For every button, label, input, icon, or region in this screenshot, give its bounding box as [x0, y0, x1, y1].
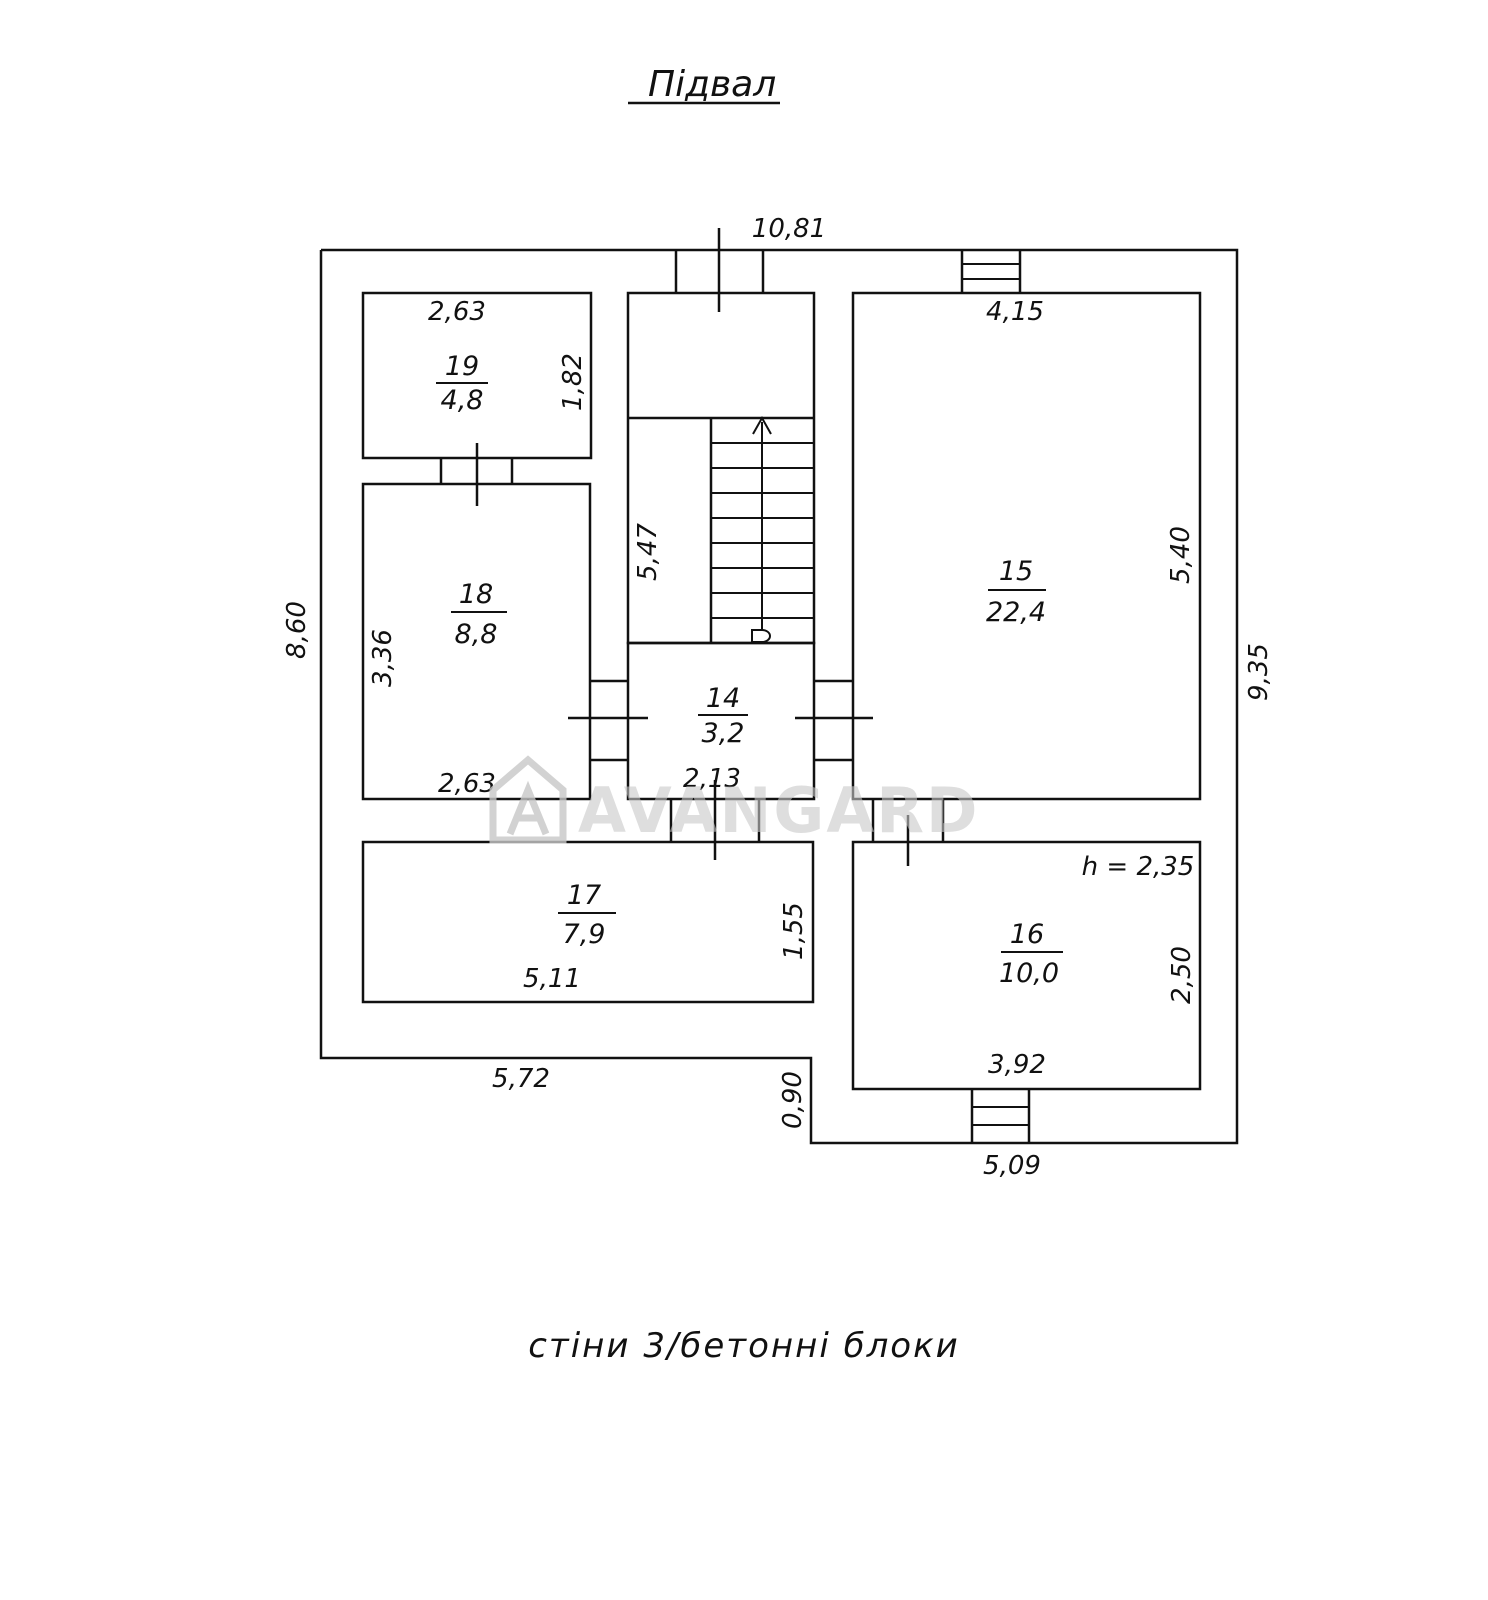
dim-outer-step: 0,90: [778, 1071, 808, 1129]
room-label-15: 15 22,4: [986, 556, 1046, 628]
room-area: 8,8: [455, 619, 498, 650]
dim-outer-right: 9,35: [1244, 643, 1274, 701]
stair-start-mark: [751, 629, 771, 643]
dim-r17-height: 1,55: [779, 902, 809, 960]
ceiling-height: h = 2,35: [1082, 852, 1195, 882]
dim-outer-top: 10,81: [752, 214, 826, 244]
dim-r14-width: 2,13: [683, 764, 741, 794]
outer-wall: [319, 248, 1239, 1145]
page-title: Підвал: [648, 64, 776, 105]
room-area: 10,0: [999, 958, 1059, 989]
watermark-house-icon: [489, 755, 567, 844]
dim-r15-width: 4,15: [986, 297, 1044, 327]
dim-outer-bottom-right: 5,09: [983, 1151, 1041, 1181]
room-15: [851, 291, 1202, 801]
room-17: [361, 840, 815, 1004]
door-14-17: [669, 780, 761, 860]
window-top: [960, 250, 1022, 293]
door-18-14: [568, 679, 648, 762]
dim-r19-width: 2,63: [428, 297, 486, 327]
dim-stair-length: 5,47: [633, 523, 663, 581]
wall-material-note: стіни 3/бетонні блоки: [528, 1326, 960, 1366]
dim-outer-left: 8,60: [282, 601, 312, 659]
room-area: 3,2: [702, 718, 745, 749]
room-label-14: 14 3,2: [698, 683, 748, 749]
room-number: 16: [1010, 919, 1044, 950]
door-14-15: [795, 679, 873, 762]
dim-r18-width: 2,63: [438, 769, 496, 799]
room-area: 4,8: [441, 385, 484, 416]
room-number: 17: [567, 880, 601, 911]
room-number: 14: [706, 683, 740, 714]
dim-r15-height: 5,40: [1166, 526, 1196, 584]
dim-r17-width: 5,11: [523, 964, 581, 994]
door-16: [871, 799, 945, 866]
room-area: 22,4: [986, 597, 1046, 628]
room-16: [851, 840, 1202, 1091]
door-top-entry: [674, 228, 765, 312]
room-label-16: 16 10,0: [999, 919, 1063, 989]
dim-r19-height: 1,82: [558, 353, 588, 411]
door-19-18: [439, 443, 514, 506]
room-label-18: 18 8,8: [451, 579, 507, 650]
room-14: [626, 641, 816, 801]
stair-arrow-head: [752, 415, 772, 435]
dim-r16-width: 3,92: [988, 1050, 1046, 1080]
room-number: 18: [459, 579, 493, 610]
room-area: 7,9: [563, 919, 606, 950]
dim-r16-height: 2,50: [1167, 946, 1197, 1004]
watermark-letter-icon: [506, 780, 550, 836]
watermark-text: AVANGARD: [578, 774, 980, 847]
room-number: 19: [445, 351, 479, 382]
window-bottom: [970, 1089, 1031, 1143]
dim-outer-bottom-left: 5,72: [492, 1064, 550, 1094]
dim-r18-height: 3,36: [368, 629, 398, 687]
room-label-19: 19 4,8: [436, 351, 488, 416]
room-number: 15: [999, 556, 1033, 587]
watermark: AVANGARD: [489, 755, 980, 847]
room-label-17: 17 7,9: [558, 880, 616, 950]
